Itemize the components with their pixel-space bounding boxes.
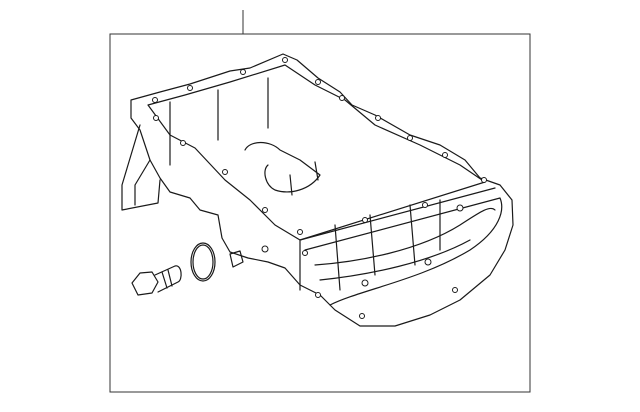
assembly-frame bbox=[109, 33, 531, 393]
small-plug bbox=[229, 250, 244, 268]
drain-plug-shaft bbox=[154, 265, 182, 293]
oil-pan-front-cover bbox=[314, 207, 496, 281]
oil-pan-inner-rim bbox=[147, 64, 486, 241]
bolt-holes bbox=[152, 57, 487, 319]
oil-pan-inner-features bbox=[244, 141, 321, 196]
o-ring-inner bbox=[192, 244, 214, 280]
o-ring bbox=[190, 242, 216, 282]
drain-plug-hex-head bbox=[131, 271, 159, 296]
oil-pan-rim bbox=[130, 53, 514, 327]
oil-pan-front-face bbox=[299, 187, 503, 306]
oil-pan bbox=[121, 53, 514, 327]
oil-pan-left-bracket bbox=[121, 124, 161, 211]
drain-plug bbox=[131, 265, 182, 296]
oil-pan-ribs bbox=[169, 77, 441, 291]
drain-plug-threads bbox=[161, 269, 173, 289]
